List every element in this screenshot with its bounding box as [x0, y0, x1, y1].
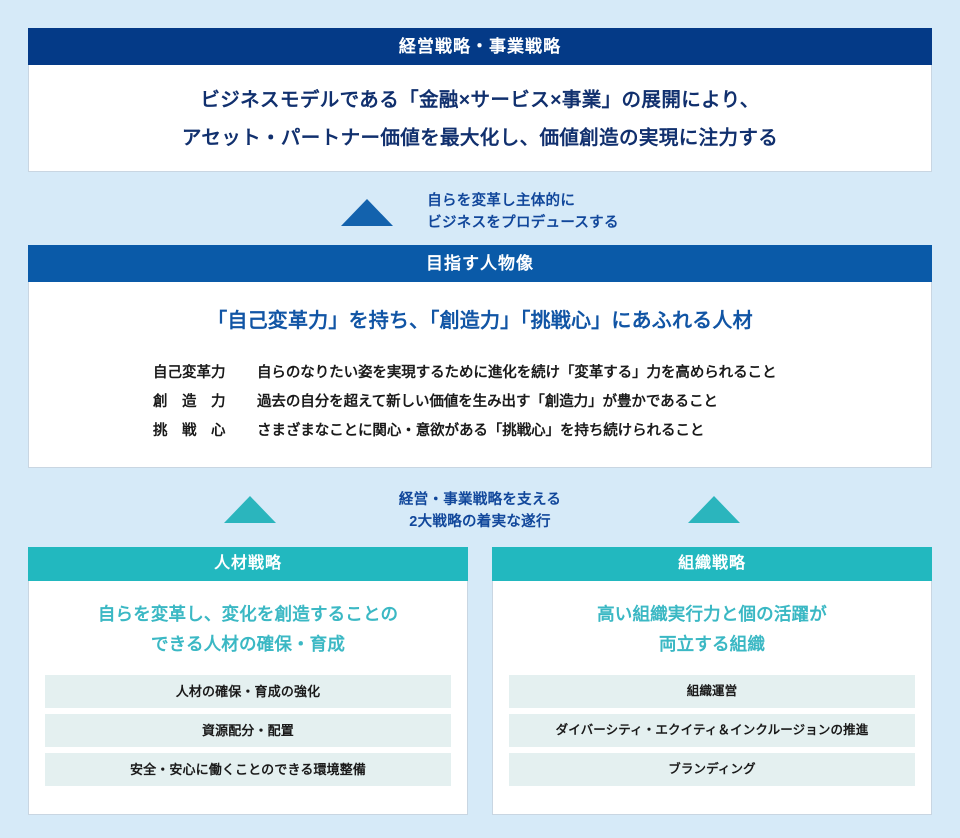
trait-term: 自己変革力 [153, 365, 226, 381]
connector-bottom-caption: 経営・事業戦略を支える 2大戦略の着実な遂行 [28, 489, 932, 533]
trait-list: 自己変革力 自らのなりたい姿を実現するために進化を続け「変革する」力を高められる… [29, 359, 931, 446]
triangle-up-icon [688, 496, 740, 523]
org-strategy-title: 組織戦略 [492, 547, 932, 581]
list-item: ブランディング [509, 753, 915, 786]
hr-measure-list: 人材の確保・育成の強化 資源配分・配置 安全・安心に働くことのできる環境整備 [45, 675, 451, 786]
org-strategy-body: 高い組織実行力と個の活躍が 両立する組織 組織運営 ダイバーシティ・エクイティ＆… [492, 581, 932, 815]
org-strategy-headline-line-1: 高い組織実行力と個の活躍が [597, 604, 827, 624]
list-item: 組織運営 [509, 675, 915, 708]
hr-strategy-headline-line-1: 自らを変革し、変化を創造することの [97, 604, 399, 624]
list-item: 人材の確保・育成の強化 [45, 675, 451, 708]
management-strategy-panel: 経営戦略・事業戦略 ビジネスモデルである「金融×サービス×事業」の展開により、 … [28, 28, 932, 172]
connector-top-caption-line-1: 自らを変革し主体的に [427, 193, 576, 209]
connector-bottom: 経営・事業戦略を支える 2大戦略の着実な遂行 [28, 482, 932, 544]
triangle-up-icon [341, 198, 394, 226]
org-strategy-headline: 高い組織実行力と個の活躍が 両立する組織 [509, 599, 915, 659]
connector-bottom-arrow-right-slot [688, 496, 740, 523]
trait-description: さまざまなことに関心・意欲がある「挑戦心」を持ち続けられること [257, 423, 705, 439]
trait-description: 過去の自分を超えて新しい価値を生み出す「創造力」が豊かであること [257, 394, 718, 410]
connector-bottom-caption-line-2: 2大戦略の着実な遂行 [409, 514, 551, 530]
connector-top: 自らを変革し主体的に ビジネスをプロデュースする [28, 181, 932, 243]
management-strategy-line-1: ビジネスモデルである「金融×サービス×事業」の展開により、 [200, 89, 760, 111]
trait-row: 挑 戦 心 さまざまなことに関心・意欲がある「挑戦心」を持ち続けられること [153, 417, 931, 446]
trait-row: 創 造 力 過去の自分を超えて新しい価値を生み出す「創造力」が豊かであること [153, 388, 931, 417]
connector-top-caption-line-2: ビジネスをプロデュースする [427, 215, 619, 231]
hr-strategy-headline: 自らを変革し、変化を創造することの できる人材の確保・育成 [45, 599, 451, 659]
connector-top-caption: 自らを変革し主体的に ビジネスをプロデュースする [427, 190, 619, 234]
hr-strategy-title: 人材戦略 [28, 547, 468, 581]
hr-strategy-headline-line-2: できる人材の確保・育成 [150, 634, 346, 654]
target-persona-panel: 目指す人物像 「自己変革力」を持ち、「創造力」「挑戦心」にあふれる人材 自己変革… [28, 245, 932, 468]
trait-row: 自己変革力 自らのなりたい姿を実現するために進化を続け「変革する」力を高められる… [153, 359, 931, 388]
hr-strategy-body: 自らを変革し、変化を創造することの できる人材の確保・育成 人材の確保・育成の強… [28, 581, 468, 815]
org-strategy-headline-line-2: 両立する組織 [658, 634, 766, 654]
connector-bottom-caption-line-1: 経営・事業戦略を支える [398, 492, 562, 508]
target-persona-title: 目指す人物像 [28, 245, 932, 282]
target-persona-body: 「自己変革力」を持ち、「創造力」「挑戦心」にあふれる人材 自己変革力 自らのなり… [28, 282, 932, 468]
trait-term: 挑 戦 心 [153, 423, 226, 439]
management-strategy-line-2: アセット・パートナー価値を最大化し、価値創造の実現に注力する [181, 127, 779, 149]
management-strategy-title: 経営戦略・事業戦略 [28, 28, 932, 65]
list-item: 資源配分・配置 [45, 714, 451, 747]
connector-bottom-arrow-left-slot [224, 496, 276, 523]
list-item: ダイバーシティ・エクイティ＆インクルージョンの推進 [509, 714, 915, 747]
hr-strategy-panel: 人材戦略 自らを変革し、変化を創造することの できる人材の確保・育成 人材の確保… [28, 547, 468, 815]
trait-term: 創 造 力 [153, 394, 226, 410]
list-item: 安全・安心に働くことのできる環境整備 [45, 753, 451, 786]
target-persona-headline: 「自己変革力」を持ち、「創造力」「挑戦心」にあふれる人材 [207, 310, 753, 332]
org-strategy-panel: 組織戦略 高い組織実行力と個の活躍が 両立する組織 組織運営 ダイバーシティ・エ… [492, 547, 932, 815]
trait-description: 自らのなりたい姿を実現するために進化を続け「変革する」力を高められること [257, 365, 777, 381]
triangle-up-icon [224, 496, 276, 523]
org-measure-list: 組織運営 ダイバーシティ・エクイティ＆インクルージョンの推進 ブランディング [509, 675, 915, 786]
management-strategy-body: ビジネスモデルである「金融×サービス×事業」の展開により、 アセット・パートナー… [28, 65, 932, 172]
